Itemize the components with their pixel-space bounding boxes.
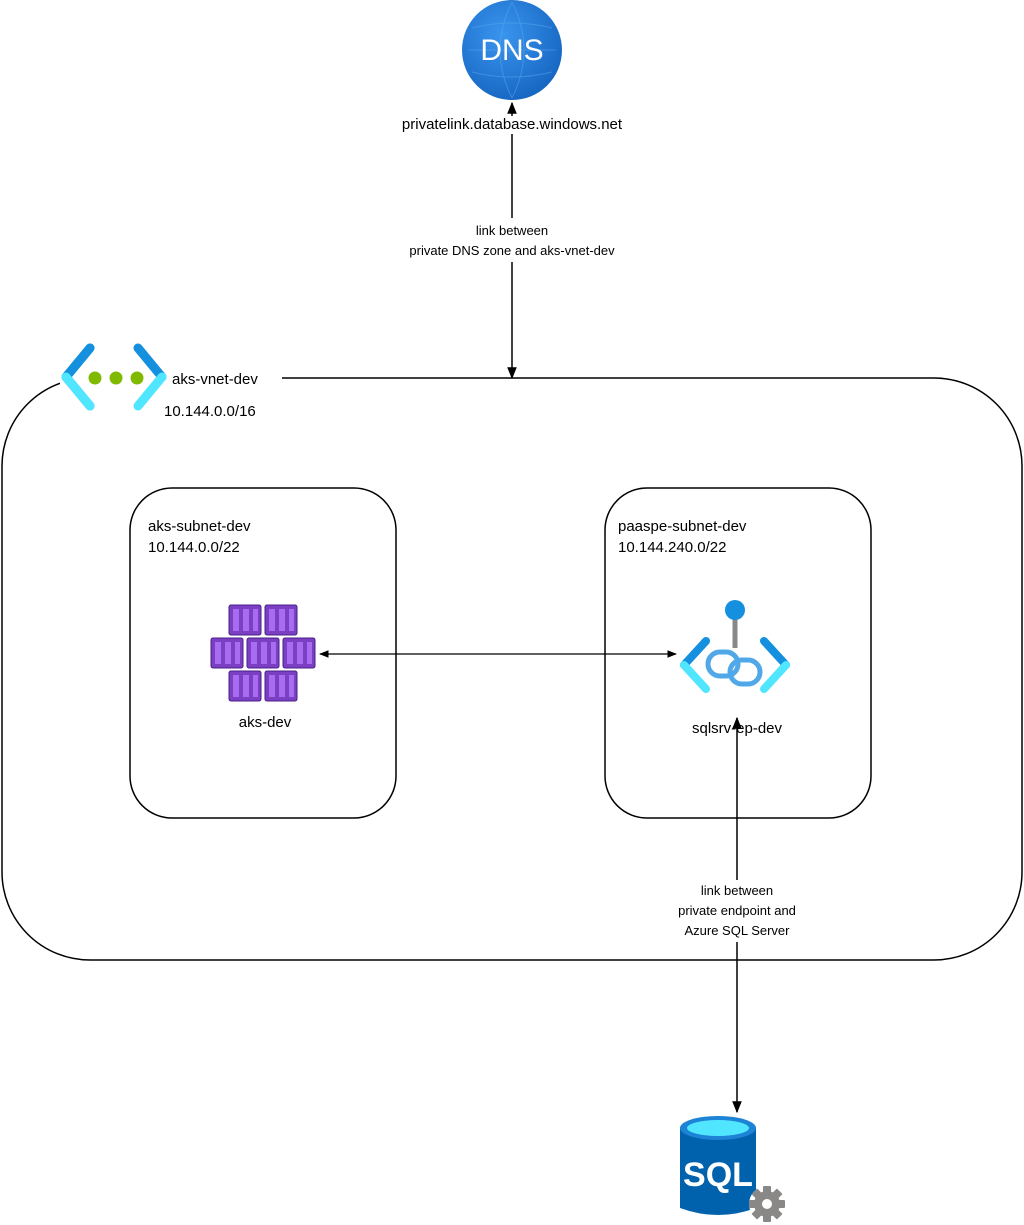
vnet-name-label: aks-vnet-dev: [172, 371, 258, 388]
paaspe-subnet-cidr: 10.144.240.0/22: [618, 539, 726, 556]
sql-icon-text: SQL: [683, 1156, 753, 1194]
aks-name-label: aks-dev: [239, 714, 292, 731]
paaspe-subnet-container: [604, 487, 872, 819]
dns-link-label-line1: link between: [476, 223, 548, 238]
endpoint-name-label: sqlsrv-ep-dev: [692, 720, 783, 737]
gear-icon: [749, 1186, 785, 1222]
sql-server-icon[interactable]: SQL: [680, 1116, 785, 1222]
aks-icon[interactable]: [210, 604, 316, 702]
vnet-icon[interactable]: [60, 343, 172, 411]
sql-link-label-line1: link between: [701, 883, 773, 898]
dns-icon-text: DNS: [480, 34, 543, 67]
dns-icon[interactable]: DNS: [462, 0, 562, 100]
aks-subnet-cidr: 10.144.0.0/22: [148, 539, 240, 556]
dns-zone-label: privatelink.database.windows.net: [402, 116, 623, 133]
vnet-cidr-label: 10.144.0.0/16: [164, 403, 256, 420]
dns-link-label-line2: private DNS zone and aks-vnet-dev: [409, 243, 615, 258]
sql-link-label-line2: private endpoint and: [678, 903, 796, 918]
sql-link-label-line3: Azure SQL Server: [684, 923, 790, 938]
aks-subnet-name: aks-subnet-dev: [148, 518, 251, 535]
paaspe-subnet-name: paaspe-subnet-dev: [618, 518, 747, 535]
private-endpoint-icon[interactable]: [680, 600, 790, 693]
